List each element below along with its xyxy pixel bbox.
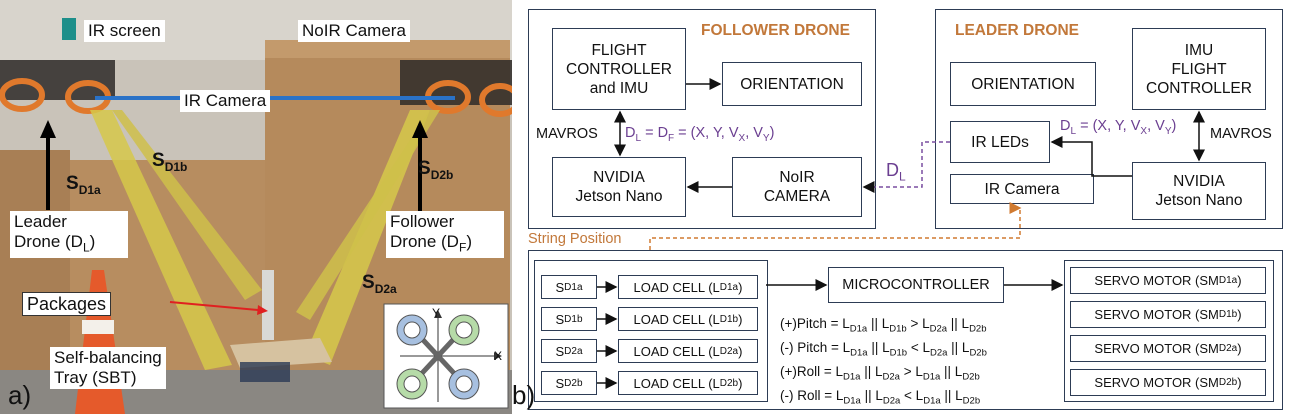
string-d1b <box>112 110 262 300</box>
sbt-label: Self-balancing Tray (SBT) <box>50 347 166 389</box>
equation-roll-positive: (+)Roll = LD1a || LD2a > LD1a || LD2b <box>780 364 980 383</box>
string-position-label: String Position <box>528 231 622 247</box>
string-label-d2a: SD2a <box>362 272 397 296</box>
leader-ir-camera-box: IR Camera <box>950 174 1094 204</box>
follower-mavros-label: MAVROS <box>536 126 598 142</box>
leader-mavros-label: MAVROS <box>1210 126 1272 142</box>
ir-camera-label: IR Camera <box>180 90 271 112</box>
package-bottle <box>262 270 274 340</box>
leader-drone-title: LEADER DRONE <box>955 22 1080 39</box>
packages-label: Packages <box>22 292 112 316</box>
panel-b-letter: b) <box>512 380 536 410</box>
photo-panel: IR screen NoIR Camera IR Camera SD1a SD1… <box>0 0 512 414</box>
panel-a-letter: a) <box>8 380 32 410</box>
equation-roll-negative: (-) Roll = LD1a || LD2a < LD1a || LD2b <box>780 388 981 407</box>
string-d2b <box>296 110 440 320</box>
equation-pitch-positive: (+)Pitch = LD1a || LD1b > LD2a || LD2b <box>780 316 987 335</box>
ir-screen-label: IR screen <box>84 20 165 42</box>
leader-orientation-box: ORIENTATION <box>950 62 1096 106</box>
dl-link-label: DL <box>886 160 906 184</box>
equation-pitch-negative: (-) Pitch = LD1a || LD1b < LD2a || LD2b <box>780 340 987 359</box>
follower-drone-label: Follower Drone (DF) <box>386 211 504 259</box>
inset-axis-x: X <box>494 349 503 363</box>
leader-drone-label: Leader Drone (DL) <box>10 211 128 259</box>
string-label-d1b: SD1b <box>152 150 188 174</box>
photo-scene <box>0 0 512 414</box>
arrow-irleds-noir <box>862 141 950 193</box>
follower-state-equation: DL = DF = (X, Y, VX, VY) <box>625 125 775 144</box>
string-label-d1a: SD1a <box>66 173 101 197</box>
self-balancing-tray <box>230 338 332 368</box>
leader-state-equation: DL = (X, Y, VX, VY) <box>1060 118 1177 137</box>
string-label-d2b: SD2b <box>418 158 454 182</box>
arrow-nvidia-irleds <box>1050 136 1132 177</box>
inset-axis-y: Y <box>432 306 441 320</box>
noir-camera-label: NoIR Camera <box>298 20 410 42</box>
follower-orientation-box: ORIENTATION <box>722 62 862 106</box>
string-position-connector <box>649 202 1022 250</box>
follower-drone-title: FOLLOWER DRONE <box>701 22 850 39</box>
microcontroller-box: MICROCONTROLLER <box>828 267 1004 303</box>
leader-ir-leds-box: IR LEDs <box>950 121 1050 163</box>
